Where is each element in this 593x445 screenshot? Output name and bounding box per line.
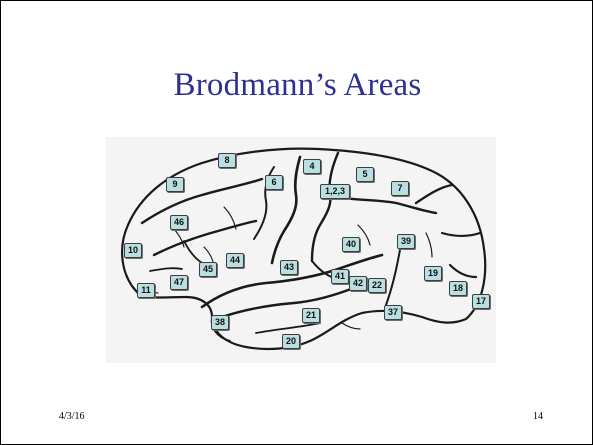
lunate-sulcus (442, 233, 480, 236)
brodmann-area-label: 8 (218, 153, 236, 168)
brodmann-area-label: 17 (472, 294, 490, 309)
brodmann-area-label: 45 (199, 262, 217, 277)
brodmann-area-label: 44 (226, 253, 244, 268)
inferior-temporal-sulcus (256, 323, 320, 333)
brodmann-area-label: 18 (449, 281, 467, 296)
brodmann-area-label: 43 (280, 260, 298, 275)
brodmann-area-label: 41 (331, 269, 349, 284)
brodmann-area-label: 4 (303, 159, 321, 174)
frontal-branch (184, 241, 202, 263)
brodmann-area-label: 1,2,3 (320, 184, 350, 199)
parieto-occipital-sulcus (416, 185, 452, 203)
superior-temporal-sulcus (222, 287, 356, 317)
minor-sulcus (342, 323, 360, 329)
brodmann-area-label: 19 (424, 266, 442, 281)
brodmann-area-label: 7 (391, 181, 409, 196)
brodmann-area-label: 9 (166, 177, 184, 192)
orbital-sulcus (150, 268, 182, 271)
minor-sulcus (426, 233, 432, 257)
brain-figure: 8 4 9 6 5 1,2,3 7 46 10 40 39 44 43 45 4… (106, 137, 496, 363)
brodmann-area-label: 20 (282, 334, 300, 349)
brodmann-area-label: 22 (368, 278, 386, 293)
brodmann-area-label: 10 (124, 243, 142, 258)
brodmann-area-label: 40 (342, 237, 360, 252)
brodmann-area-label: 11 (137, 283, 155, 298)
brodmann-area-label: 42 (349, 276, 367, 291)
brodmann-area-label: 5 (356, 167, 374, 182)
slide-date: 4/3/16 (59, 411, 85, 422)
brodmann-area-label: 38 (211, 315, 229, 330)
central-sulcus (272, 157, 300, 263)
brodmann-area-label: 6 (265, 175, 283, 190)
slide-page-number: 14 (533, 411, 543, 422)
slide-title: Brodmann’s Areas (1, 67, 593, 104)
occipital-sulcus (450, 265, 476, 277)
brodmann-area-label: 37 (384, 305, 402, 320)
brodmann-area-label: 39 (397, 234, 415, 249)
brodmann-area-label: 46 (170, 215, 188, 230)
brodmann-area-label: 47 (170, 275, 188, 290)
brodmann-area-label: 21 (302, 308, 320, 323)
brain-lateral-view-illustration (106, 137, 496, 363)
